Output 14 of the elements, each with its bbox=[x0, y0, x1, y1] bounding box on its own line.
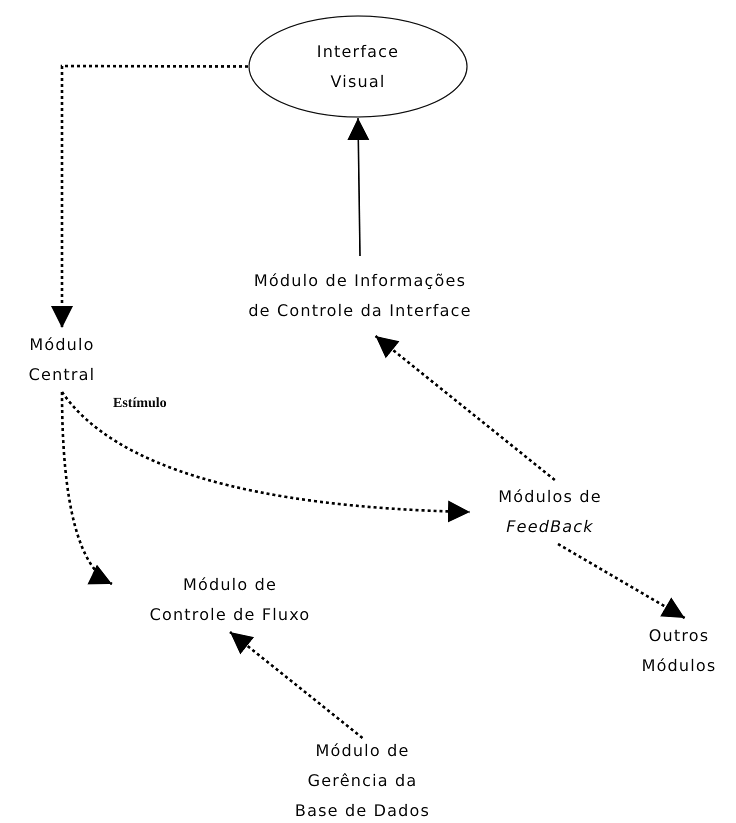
node-label: Interface Visual bbox=[316, 40, 400, 92]
node-label: Outros Módulos bbox=[640, 625, 718, 677]
node-label: Módulo Central bbox=[28, 334, 96, 386]
node-label: Módulos de FeedBack bbox=[497, 486, 603, 538]
node-label: Módulo de Informações de Controle da Interface bbox=[247, 270, 473, 322]
arrow bbox=[229, 630, 364, 740]
arrow bbox=[51, 64, 248, 328]
arrow bbox=[60, 392, 113, 586]
arrow bbox=[557, 542, 686, 620]
node-label: Módulo de Gerência da Base de Dados bbox=[294, 740, 432, 822]
node-label: Módulo de Controle de Fluxo bbox=[148, 574, 312, 626]
arrow bbox=[61, 391, 470, 522]
arrow bbox=[374, 334, 556, 482]
arrow bbox=[347, 118, 370, 256]
